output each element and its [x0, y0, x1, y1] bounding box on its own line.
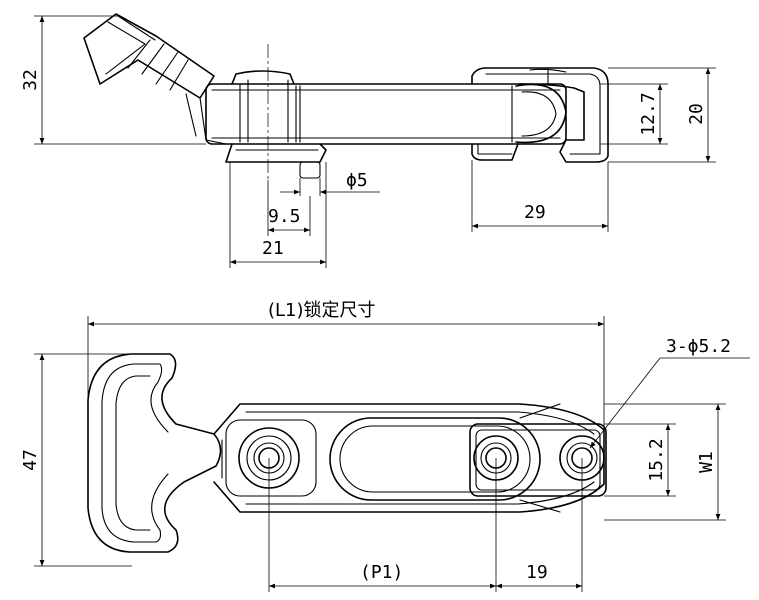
dim-w1-label: W1 [696, 451, 717, 473]
dim-47-label: 47 [20, 449, 41, 471]
dim-29-label: 29 [524, 202, 546, 223]
dim-19: 19 [496, 458, 583, 592]
dim-9-5-label: 9.5 [268, 206, 301, 227]
dim-15-2-label: 15.2 [646, 438, 667, 481]
dim-32-label: 32 [20, 69, 41, 91]
dim-9-5: 9.5 [267, 180, 311, 236]
dim-l1-label: (L1)锁定尺寸 [268, 300, 376, 321]
side-keeper [471, 67, 609, 163]
side-bar [205, 70, 567, 179]
dim-19-label: 19 [526, 562, 548, 583]
top-view: (L1)锁定尺寸 3-ϕ5.2 47 15.2 W1 [20, 300, 750, 592]
side-view: 32 12.7 20 ϕ5 9.5 [20, 13, 716, 268]
dim-21-label: 21 [262, 238, 284, 259]
dim-29: 29 [471, 160, 609, 232]
dim-47: 47 [20, 353, 132, 567]
dim-21: 21 [229, 162, 327, 268]
dim-12-7-label: 12.7 [638, 92, 659, 135]
dim-p1: (P1) [268, 458, 497, 592]
dim-p1-label: (P1) [360, 562, 403, 583]
dim-32: 32 [20, 15, 206, 145]
side-handle [83, 13, 227, 145]
dim-l1: (L1)锁定尺寸 [87, 300, 605, 430]
dim-12-7: 12.7 [600, 83, 668, 145]
callout-holes: 3-ϕ5.2 [589, 336, 750, 449]
dim-phi5-label: ϕ5 [346, 170, 368, 191]
dim-phi5: ϕ5 [280, 170, 380, 196]
t-handle [87, 353, 222, 553]
dim-w1: W1 [604, 403, 726, 521]
top-bar [213, 403, 607, 513]
dim-15-2: 15.2 [604, 423, 676, 497]
dim-20: 20 [608, 67, 716, 163]
callout-holes-label: 3-ϕ5.2 [666, 336, 731, 357]
dim-20-label: 20 [686, 103, 707, 125]
